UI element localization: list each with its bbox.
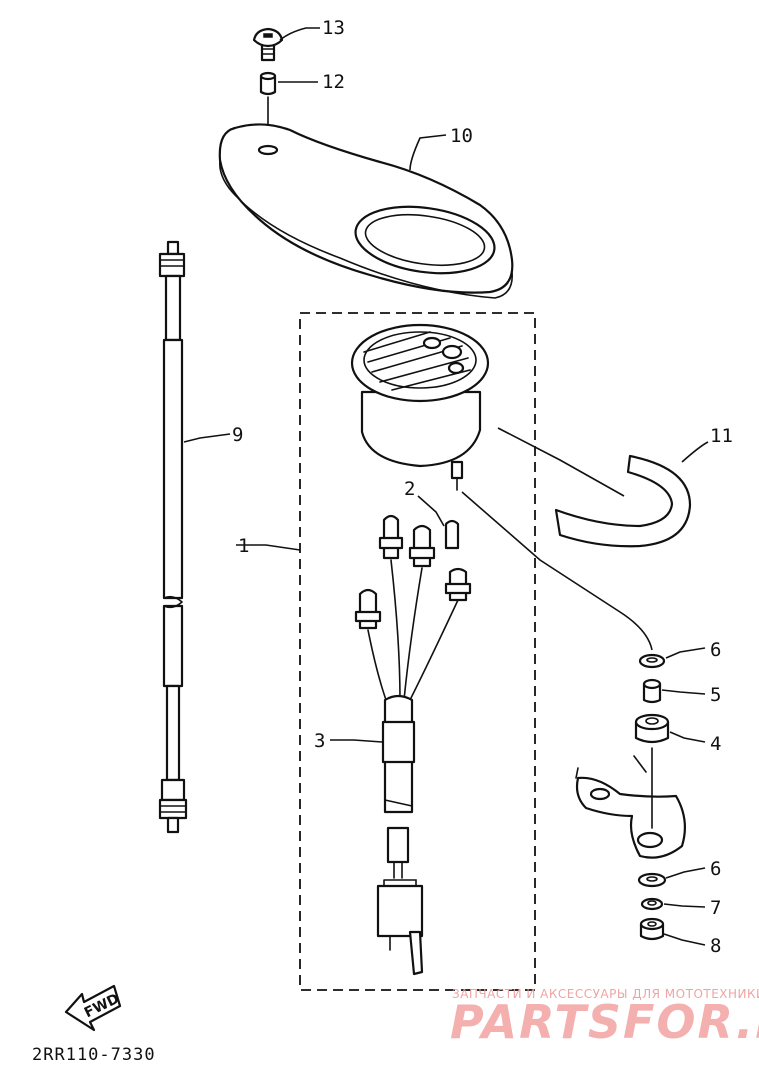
callout-6-top: 6 [710, 639, 721, 661]
stay-bracket [575, 755, 687, 859]
callout-1: 1 [238, 535, 249, 557]
part-11-bracket-band [554, 454, 692, 548]
part-10-meter-cover [218, 123, 514, 299]
callout-8: 8 [710, 935, 721, 957]
callout-11: 11 [710, 425, 733, 447]
watermark: ЗАПЧАСТИ И АКСЕССУАРЫ ДЛЯ МОТОТЕХНИКИ PA… [450, 987, 759, 1049]
leader-lines [183, 27, 709, 946]
callout-4: 4 [710, 733, 721, 755]
callout-3: 3 [314, 730, 325, 752]
watermark-tagline: ЗАПЧАСТИ И АКСЕССУАРЫ ДЛЯ МОТОТЕХНИКИ [452, 987, 759, 1001]
callout-13: 13 [322, 17, 345, 39]
assembly-boundary [299, 312, 536, 991]
meter-assembly [350, 323, 490, 491]
callout-12: 12 [322, 71, 345, 93]
callout-7: 7 [710, 897, 721, 919]
callout-2: 2 [404, 478, 415, 500]
callouts: 13 12 10 11 9 1 2 3 6 5 4 6 7 8 [232, 17, 733, 957]
watermark-site: PARTSFOR.RU [450, 995, 759, 1049]
fwd-arrow-icon: FWD [64, 984, 122, 1032]
part-12-collar [259, 71, 277, 147]
hardware-stack [634, 653, 670, 941]
part-9-cable [158, 240, 188, 834]
callout-6-bottom: 6 [710, 858, 721, 880]
part-13-screw [252, 27, 284, 62]
callout-10: 10 [450, 125, 473, 147]
callout-9: 9 [232, 424, 243, 446]
callout-5: 5 [710, 684, 721, 706]
part-2-bulbs [354, 514, 472, 630]
part-3-wire-harness [367, 559, 459, 976]
diagram-code: 2RR110-7330 [32, 1045, 156, 1065]
